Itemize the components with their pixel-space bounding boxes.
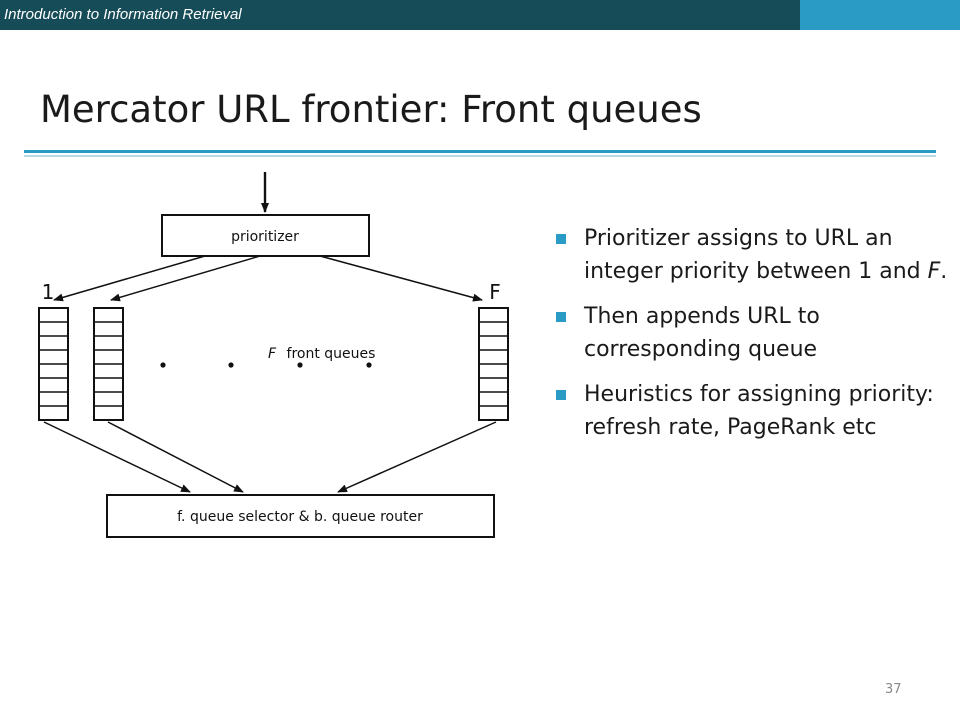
bullet-list: Prioritizer assigns to URL an integer pr… — [553, 222, 953, 456]
arrow-prioritizer-to-queue-2 — [110, 255, 261, 302]
front-queues-label: F front queues — [268, 346, 375, 362]
square-bullet-icon — [556, 312, 566, 322]
front-queues-diagram: prioritizer 1 F — [38, 172, 509, 538]
bullet-text: Then appends URL to corresponding queue — [584, 304, 820, 362]
front-queue-2 — [93, 307, 124, 421]
bullet-item: Prioritizer assigns to URL an integer pr… — [553, 222, 953, 288]
selector-label: f. queue selector & b. queue router — [177, 509, 423, 525]
front-queues-variable: F — [268, 346, 277, 362]
square-bullet-icon — [556, 390, 566, 400]
arrow-queue-f-to-selector — [337, 421, 497, 493]
queue-first-label: 1 — [42, 280, 55, 304]
title-rule — [24, 150, 936, 153]
bullet-item: Then appends URL to corresponding queue — [553, 300, 953, 366]
front-queue-f — [478, 307, 509, 421]
bullet-text: Heuristics for assigning priority: refre… — [584, 382, 934, 440]
title-rule-shadow — [24, 155, 936, 157]
arrow-prioritizer-to-queue-1 — [53, 255, 206, 302]
top-banner-accent — [800, 0, 960, 30]
page-number: 37 — [885, 682, 902, 697]
bullet-item: Heuristics for assigning priority: refre… — [553, 378, 953, 444]
slide-title: Mercator URL frontier: Front queues — [40, 88, 702, 131]
prioritizer-box — [161, 214, 370, 257]
front-queue-1 — [38, 307, 69, 421]
arrow-queue-2-to-selector — [107, 421, 244, 493]
queue-last-label: F — [489, 280, 501, 304]
bullet-text: Prioritizer assigns to URL an integer pr… — [584, 226, 928, 284]
arrow-prioritizer-to-queue-f — [319, 255, 483, 302]
ellipsis-dots — [160, 362, 372, 368]
arrow-queue-1-to-selector — [43, 421, 191, 493]
front-queues-text: front queues — [287, 346, 376, 362]
bullet-emphasis: F — [927, 259, 941, 284]
course-title: Introduction to Information Retrieval — [4, 6, 242, 23]
square-bullet-icon — [556, 234, 566, 244]
bullet-suffix: . — [940, 259, 948, 284]
prioritizer-label: prioritizer — [231, 229, 299, 245]
selector-box — [106, 494, 495, 538]
